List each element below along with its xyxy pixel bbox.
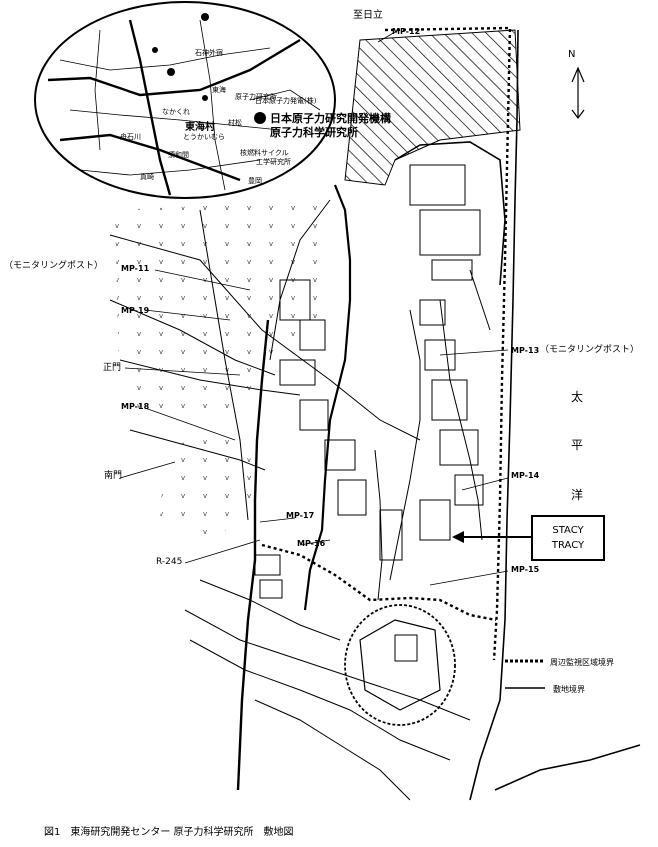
leader-lines bbox=[119, 31, 509, 586]
inset-facility-line-1: 日本原子力研究開発機構 bbox=[270, 112, 391, 125]
north-arrow bbox=[571, 66, 585, 119]
hatched-area bbox=[344, 29, 521, 186]
monitoring-post-right-label: （モニタリングポスト） bbox=[540, 345, 640, 355]
coastline bbox=[469, 29, 641, 801]
inset-village-name: 東海村 bbox=[185, 122, 215, 133]
mp-12-label: MP-12 bbox=[392, 27, 421, 36]
inset-label-7: 舟石川 bbox=[120, 133, 141, 141]
inset-label-11: 東海 bbox=[212, 86, 226, 94]
main-gate-label: 正門 bbox=[103, 363, 122, 373]
south-gate-label: 南門 bbox=[104, 471, 123, 481]
inset-label-1: 石神外宿 bbox=[195, 49, 223, 57]
south-reactor-site bbox=[344, 604, 456, 726]
inset-map bbox=[34, 1, 336, 199]
north-label: N bbox=[568, 49, 576, 60]
mp-19-label: MP-19 bbox=[121, 306, 150, 315]
stacy-tracy-callout: STACY TRACY bbox=[531, 515, 605, 561]
mp-15-label: MP-15 bbox=[511, 565, 540, 574]
inset-village-reading: とうかいむら bbox=[183, 133, 225, 141]
figure-caption: 図1 東海研究開発センター 原子力科学研究所 敷地図 bbox=[44, 827, 294, 838]
inset-label-12: なかくれ bbox=[162, 108, 190, 116]
monitoring-post-left-label: （モニタリングポスト） bbox=[4, 261, 104, 271]
monitoring-boundary bbox=[261, 26, 512, 661]
inset-label-3: 日本原子力発電(株) bbox=[255, 97, 317, 105]
mp-13-label: MP-13 bbox=[511, 346, 540, 355]
inset-label-6: 工学研究所 bbox=[256, 158, 291, 166]
inset-label-10: 真崎 bbox=[140, 173, 154, 181]
callout-line-1: STACY bbox=[552, 525, 584, 536]
forest-areas bbox=[115, 200, 335, 540]
direction-label: 至日立 bbox=[353, 10, 383, 21]
ocean-char-2: 平 bbox=[571, 438, 584, 452]
mp-18-label: MP-18 bbox=[121, 402, 150, 411]
callout-line-2: TRACY bbox=[551, 540, 585, 551]
mp-14-label: MP-14 bbox=[511, 471, 540, 480]
inset-label-5: 核燃料サイクル bbox=[240, 149, 289, 157]
route-label: R-245 bbox=[156, 557, 183, 567]
mp-17-label: MP-17 bbox=[286, 511, 315, 520]
legend-site-boundary-label: 敷地境界 bbox=[553, 685, 585, 694]
roads bbox=[109, 199, 491, 801]
building-blocks bbox=[254, 164, 484, 599]
inset-label-2: 原子力研究所 bbox=[235, 93, 277, 101]
ocean-char-3: 洋 bbox=[571, 488, 584, 502]
ocean-char-1: 太 bbox=[571, 390, 584, 404]
mp-11-label: MP-11 bbox=[121, 264, 150, 273]
inset-facility-line-2: 原子力科学研究所 bbox=[270, 126, 358, 139]
legend-monitoring-boundary-label: 周辺監視区域境界 bbox=[550, 658, 614, 667]
inset-label-9: 須和間 bbox=[168, 151, 189, 159]
mp-16-label: MP-16 bbox=[297, 539, 326, 548]
inset-label-8: 豊岡 bbox=[248, 177, 262, 185]
legend-symbols bbox=[505, 659, 545, 689]
inset-label-4: 村松 bbox=[228, 119, 242, 127]
callout-arrow bbox=[452, 531, 531, 543]
